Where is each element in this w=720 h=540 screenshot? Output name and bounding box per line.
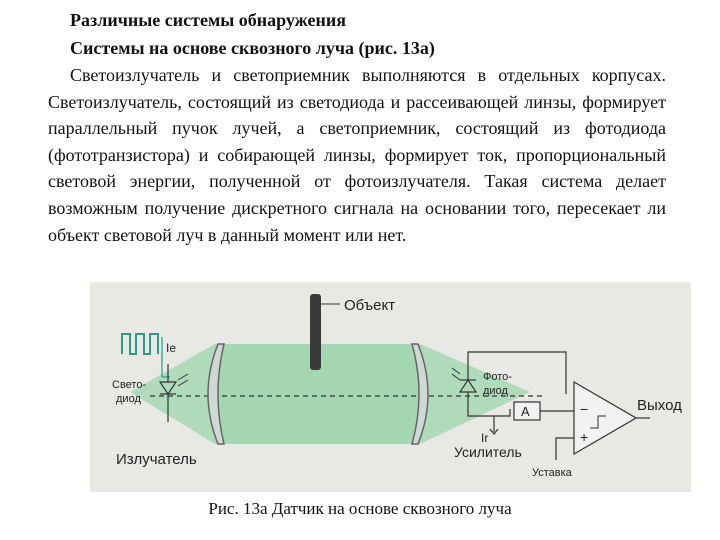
object-rod bbox=[310, 294, 321, 370]
object-label: Объект bbox=[344, 297, 395, 314]
pulse-waveform bbox=[121, 333, 159, 355]
emitter-lens bbox=[207, 343, 225, 445]
comparator-plus: + bbox=[580, 429, 588, 445]
amplifier-label: Усилитель bbox=[454, 444, 522, 460]
led-symbol bbox=[158, 364, 189, 422]
ir-label: Ir bbox=[481, 431, 488, 445]
heading-through-beam: Системы на основе сквозного луча (рис. 1… bbox=[70, 38, 435, 58]
ie-label: Ie bbox=[166, 341, 176, 355]
receiver-lens bbox=[411, 343, 429, 445]
setpoint-label: Уставка bbox=[532, 467, 573, 479]
output-label: Выход bbox=[637, 397, 682, 414]
photodiode-label-line2: диод bbox=[483, 385, 508, 397]
led-label-line1: Свето- bbox=[112, 379, 146, 391]
figure-caption: Рис. 13а Датчик на основе сквозного луча bbox=[208, 499, 512, 518]
photodiode-label-line1: Фото- bbox=[483, 371, 512, 383]
photodiode-symbol bbox=[451, 360, 478, 408]
led-label-line2: диод bbox=[116, 393, 141, 405]
emitter-label: Излучатель bbox=[116, 451, 197, 468]
amp-a-label: A bbox=[521, 404, 530, 419]
light-beam bbox=[130, 344, 530, 444]
heading-detection-systems: Различные системы обнаружения bbox=[70, 10, 346, 30]
comparator bbox=[573, 380, 638, 456]
comparator-minus: − bbox=[580, 401, 588, 417]
through-beam-diagram: Объект Ie Свето- диод Фото- диод bbox=[90, 282, 691, 492]
body-paragraph: Светоизлучатель и светоприемник выполняю… bbox=[48, 65, 666, 245]
